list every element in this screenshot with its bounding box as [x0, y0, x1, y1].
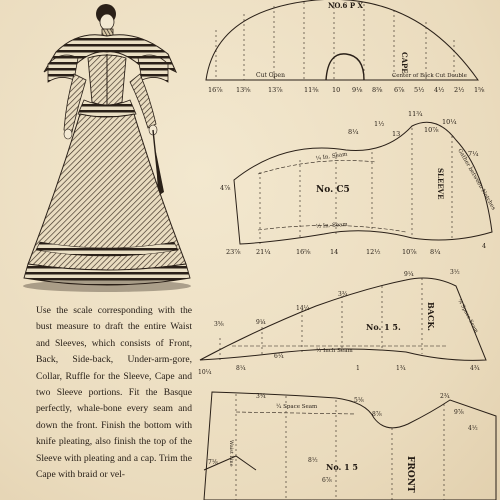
instructions-paragraph: Use the scale corresponding with the bus… [36, 305, 192, 481]
sleeve-measure-bottom: 10⅞ [402, 248, 417, 256]
sleeve-measure-top: 10⅞ [424, 126, 439, 134]
back-measure: 6¼ [274, 353, 284, 360]
cape-center-fold: Center of Back Cut Double [392, 73, 467, 79]
back-measure: 3½ [450, 269, 460, 276]
back-measure: 1 [356, 365, 360, 372]
cape-measure: 13⅞ [268, 86, 283, 94]
pattern-drafts: NO.6 P X CAPE Cut Open Center of Back Cu… [196, 0, 500, 500]
back-seam-label: ½ Inch Seam [316, 347, 353, 354]
sleeve-measure-bottom: 16⅝ [296, 248, 311, 256]
back-measure: 14¼ [296, 305, 310, 312]
sleeve-measure-bottom: 4 [482, 242, 486, 250]
front-measure: 5⅛ [354, 397, 364, 404]
sleeve-measure-top: 1½ [374, 120, 384, 128]
cape-measure: 8⅜ [372, 86, 383, 94]
back-measure: 10¼ [198, 369, 212, 376]
sleeve-measure-top: 11¾ [408, 110, 423, 118]
sleeve-measure-bottom: 12½ [366, 248, 381, 256]
back-name: BACK. [426, 302, 436, 331]
cape-measure: 9⅛ [352, 86, 363, 94]
sleeve-measure-top: 8¼ [348, 128, 359, 136]
sleeve-inseam-label: ¼ In. Seam [315, 151, 348, 162]
cape-measure: 13⅝ [236, 86, 251, 94]
front-number: No. 1 5 [326, 462, 358, 472]
cape-name: CAPE [400, 52, 409, 74]
cape-measure: 11⅜ [304, 86, 319, 94]
cape-measure: 10 [332, 86, 340, 94]
cape-measure: 1⅝ [474, 86, 485, 94]
back-measure: 1¾ [396, 365, 406, 372]
sleeve-measure-bottom: 21¼ [256, 248, 271, 256]
back-space-seam-label: ¼ Space Seam [456, 298, 480, 335]
front-measure: 9⅞ [454, 409, 464, 416]
sleeve-measure-bottom: 23⅞ [226, 248, 241, 256]
back-pattern [199, 277, 487, 361]
sleeve-inseam-label-2: ½ In. Seam [316, 221, 349, 230]
sleeve-measure-top: 13 [392, 130, 400, 138]
instructions-text: Use the scale corresponding with the bus… [36, 303, 192, 483]
front-measure: 3¼ [256, 393, 266, 400]
sleeve-measure-top: 7¼ [468, 150, 479, 158]
front-measure: 6⅞ [322, 477, 332, 484]
back-measure: 3¾ [338, 291, 348, 298]
cape-measure: 5½ [414, 86, 424, 94]
cape-pattern [205, 0, 479, 81]
cape-measure: 4½ [434, 86, 444, 94]
sleeve-measure-top: 10¼ [442, 118, 457, 126]
back-measure: 8¼ [236, 365, 246, 372]
cape-number: NO.6 P X [328, 1, 364, 10]
front-waist-label: Waist Line [228, 440, 234, 467]
cape-measure: 2½ [454, 86, 464, 94]
cape-measure: 6⅞ [394, 86, 405, 94]
front-space-seam-label: ¼ Space Seam [276, 403, 318, 410]
cape-cut-open: Cut Open [256, 72, 285, 79]
front-measure: 8½ [308, 457, 318, 464]
front-measure: 7⅛ [208, 459, 218, 466]
front-measure: 4½ [468, 425, 478, 432]
sleeve-measure-bottom: 8¼ [430, 248, 441, 256]
cape-measure: 16⅞ [208, 86, 223, 94]
sleeve-measure-bottom: 14 [330, 248, 338, 256]
front-measure: 8⅞ [372, 411, 382, 418]
front-measure: 2¾ [440, 393, 450, 400]
sleeve-measure-left: 4⅞ [220, 184, 231, 192]
sleeve-number: No. C5 [316, 185, 350, 195]
sleeve-pattern [233, 121, 493, 245]
front-pattern [203, 391, 497, 500]
back-measure: 3⅝ [214, 321, 224, 328]
front-name: FRONT [405, 456, 415, 493]
back-number: No. 1 5. [366, 322, 401, 332]
sleeve-name: SLEEVE [436, 168, 445, 199]
back-measure: 9¼ [404, 271, 414, 278]
fashion-illustration [18, 2, 198, 294]
back-measure: 9¼ [256, 319, 266, 326]
back-measure: 4¾ [470, 365, 480, 372]
